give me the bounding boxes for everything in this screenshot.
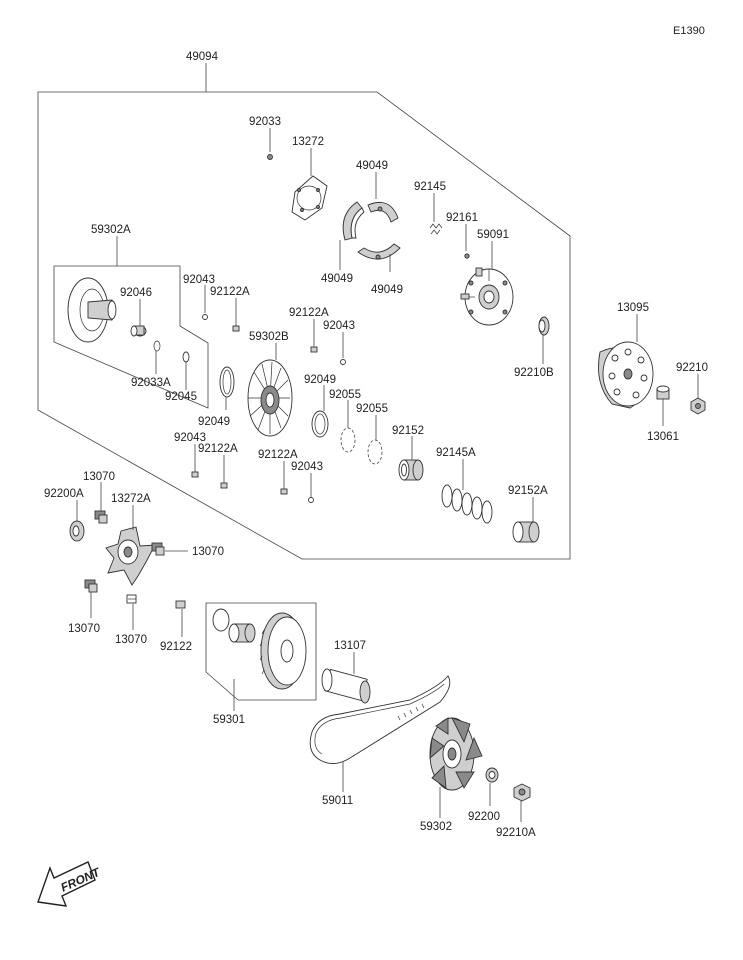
label-92122A-c: 92122A (198, 443, 238, 455)
part-92200-washer (485, 767, 499, 783)
part-59302A-sheave (67, 277, 117, 343)
front-arrow-icon: FRONT (37, 861, 103, 907)
part-92049-ring-a (219, 366, 235, 398)
part-92145-spring (429, 223, 443, 235)
label-13070-a: 13070 (83, 471, 115, 483)
label-13272: 13272 (292, 136, 324, 148)
part-92122A-a (232, 325, 240, 332)
part-13070-roller-a (94, 510, 108, 524)
label-49049-top: 49049 (356, 160, 388, 172)
label-92200: 92200 (468, 811, 500, 823)
part-92122-slider (175, 600, 186, 609)
label-92200A: 92200A (44, 488, 84, 500)
part-92033 (267, 154, 273, 160)
label-59302: 59302 (420, 821, 452, 833)
part-92049-ring-b (311, 410, 329, 438)
part-13061-spacer (656, 385, 670, 400)
part-92152A-bushing (512, 521, 540, 543)
part-59302-fixed-sheave (429, 717, 483, 791)
part-59091-clutch-plate (460, 267, 514, 326)
part-92122A-d (280, 488, 288, 495)
part-13070-roller-d (126, 594, 137, 604)
part-92043-pin-a (202, 314, 208, 320)
label-13061: 13061 (647, 431, 679, 443)
part-13070-roller-c (84, 579, 98, 593)
subassembly-outline-59302A (53, 265, 209, 409)
assembly-outline-49094 (37, 91, 571, 560)
part-92055-ring-b (367, 439, 383, 465)
part-59301-movable-sheave (212, 608, 307, 690)
label-59091: 59091 (477, 229, 509, 241)
label-92210A: 92210A (496, 827, 536, 839)
label-92049-a: 92049 (198, 416, 230, 428)
label-92122A-a: 92122A (210, 286, 250, 298)
part-92033A-ring (153, 340, 161, 352)
reference-code: E1390 (673, 25, 705, 37)
part-92122A-c (220, 482, 228, 489)
part-49049-shoe-top (367, 201, 399, 223)
label-59011: 59011 (322, 795, 353, 807)
part-59302B-cam (247, 359, 293, 437)
part-92122A-b (310, 346, 318, 353)
part-92046-bushing (130, 325, 147, 337)
label-92145A: 92145A (436, 447, 476, 459)
label-92210B: 92210B (514, 367, 554, 379)
part-92210-nut (690, 397, 706, 415)
label-59301: 59301 (213, 714, 245, 726)
label-92145: 92145 (414, 181, 446, 193)
part-92043-pin-d (308, 497, 314, 503)
label-92152: 92152 (392, 425, 424, 437)
part-13070-roller-b (151, 542, 165, 556)
part-49049-shoe-bottom (357, 243, 401, 260)
part-92055-ring-a (340, 427, 356, 453)
label-92055-a: 92055 (329, 389, 361, 401)
part-92043-pin-b (340, 359, 346, 365)
label-92043-b: 92043 (323, 320, 355, 332)
part-13107-collar (321, 668, 371, 704)
label-59302A: 59302A (91, 224, 131, 236)
label-49094: 49094 (186, 51, 219, 63)
label-92046: 92046 (120, 287, 152, 299)
label-92055-b: 92055 (356, 403, 388, 415)
part-92145A-spring (441, 484, 493, 524)
subassembly-outline-59301 (205, 602, 317, 701)
label-92161: 92161 (446, 212, 478, 224)
part-92161-pin (464, 253, 470, 259)
part-92200A-washer (69, 520, 85, 542)
part-13272-plate (291, 175, 328, 221)
part-49049-shoe-left (342, 201, 365, 241)
label-13107: 13107 (334, 640, 366, 652)
label-13095: 13095 (617, 302, 649, 314)
label-13272A: 13272A (111, 493, 151, 505)
label-49049-bottom: 49049 (371, 284, 403, 296)
label-92049-b: 92049 (304, 374, 336, 386)
label-13070-d: 13070 (115, 634, 147, 646)
label-92122A-b: 92122A (289, 307, 329, 319)
label-92033A: 92033A (131, 377, 171, 389)
part-92152-bushing (398, 459, 424, 481)
label-92045: 92045 (165, 391, 197, 403)
part-92210A-nut (513, 783, 531, 802)
label-49049-left: 49049 (321, 273, 353, 285)
part-92043-pin-c (191, 471, 199, 478)
part-92210B-washer (538, 316, 550, 336)
label-92043-a: 92043 (183, 274, 215, 286)
label-92033: 92033 (249, 116, 281, 128)
part-13272A-weight-plate (105, 526, 156, 586)
label-92122: 92122 (160, 641, 192, 653)
label-92043-c: 92043 (174, 432, 206, 444)
part-92045-bearing (182, 351, 190, 363)
part-13095-clutch-drum (598, 341, 654, 409)
part-59011-drive-belt (309, 675, 451, 764)
label-13070-c: 13070 (68, 623, 100, 635)
label-92210: 92210 (676, 362, 708, 374)
label-13070-b: 13070 (192, 546, 224, 558)
label-92043-d: 92043 (291, 461, 323, 473)
label-59302B: 59302B (249, 331, 289, 343)
label-92152A: 92152A (508, 485, 548, 497)
label-92122A-d: 92122A (258, 449, 298, 461)
